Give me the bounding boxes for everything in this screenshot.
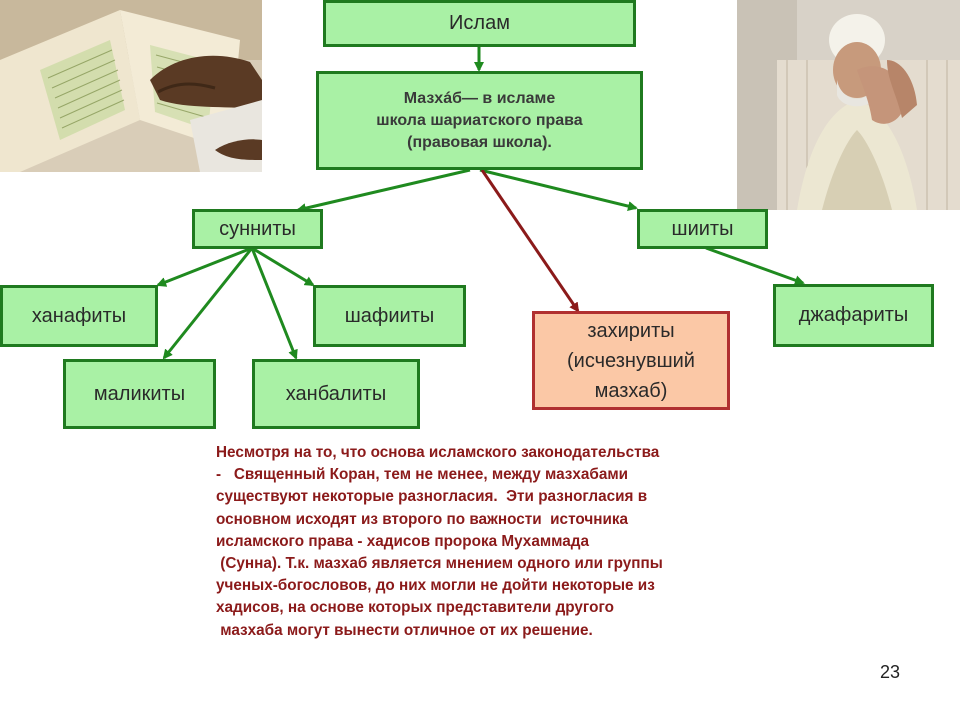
zahiri-line-1: захириты <box>587 319 675 342</box>
sunni-label: сунниты <box>219 217 296 240</box>
arrow-definition-to-zahiri <box>480 169 580 313</box>
note-line: хадисов, на основе которых представители… <box>216 599 614 617</box>
zahiri-line-3: мазхаб) <box>594 379 668 402</box>
jafari-box: джафариты <box>773 284 934 347</box>
sunni-box: сунниты <box>192 209 323 249</box>
arrow-sunni-to-maliki <box>162 247 254 360</box>
maliki-label: маликиты <box>93 382 186 405</box>
note-line: - Священный Коран, тем не менее, между м… <box>216 466 629 484</box>
shafii-label: шафииты <box>344 304 435 327</box>
arrow-sunni-to-shafii <box>251 246 315 287</box>
imam-photo <box>737 0 960 210</box>
shia-label: шииты <box>671 217 734 240</box>
arrow-sunni-to-hanafi <box>156 246 253 287</box>
note-line: исламского права - хадисов пророка Мухам… <box>216 532 589 550</box>
hanafi-box: ханафиты <box>0 285 158 347</box>
zahiri-box: захириты (исчезнувший мазхаб) <box>532 311 730 410</box>
hanafi-label: ханафиты <box>31 304 127 327</box>
note-line: основном исходят из второго по важности … <box>216 510 629 528</box>
maliki-box: маликиты <box>63 359 216 429</box>
arrow-sunni-to-hanbali <box>250 247 298 360</box>
arrow-definition-to-shia <box>479 168 638 211</box>
islam-label: Ислам <box>449 12 510 34</box>
note-line: мазхаба могут вынести отличное от их реш… <box>216 621 593 639</box>
note-line: (Сунна). Т.к. мазхаб является мнением од… <box>216 555 663 573</box>
shia-box: шииты <box>637 209 768 249</box>
explanation-text: Несмотря на то, что основа исламского за… <box>216 442 776 642</box>
madhab-definition-box: Мазхáб— в исламе школа шариатского права… <box>316 71 643 170</box>
hanbali-label: ханбалиты <box>285 382 387 405</box>
definition-line-2: школа шариатского права <box>376 111 583 129</box>
zahiri-line-2: (исчезнувший <box>567 349 695 372</box>
definition-line-1: Мазхáб— в исламе <box>403 89 556 107</box>
page-number: 23 <box>880 662 901 682</box>
definition-line-3: (правовая школа). <box>407 133 552 151</box>
islam-box: Ислам <box>323 0 636 47</box>
shafii-box: шафииты <box>313 285 466 347</box>
quran-photo <box>0 0 262 172</box>
arrow-shia-to-jafari <box>705 246 805 285</box>
note-line: ученых-богословов, до них могли не дойти… <box>216 577 655 595</box>
note-line: существуют некоторые разногласия. Эти ра… <box>216 488 648 506</box>
arrow-definition-to-sunni <box>296 168 471 214</box>
jafari-label: джафариты <box>798 304 909 326</box>
hanbali-box: ханбалиты <box>252 359 420 429</box>
note-line: Несмотря на то, что основа исламского за… <box>216 444 660 461</box>
